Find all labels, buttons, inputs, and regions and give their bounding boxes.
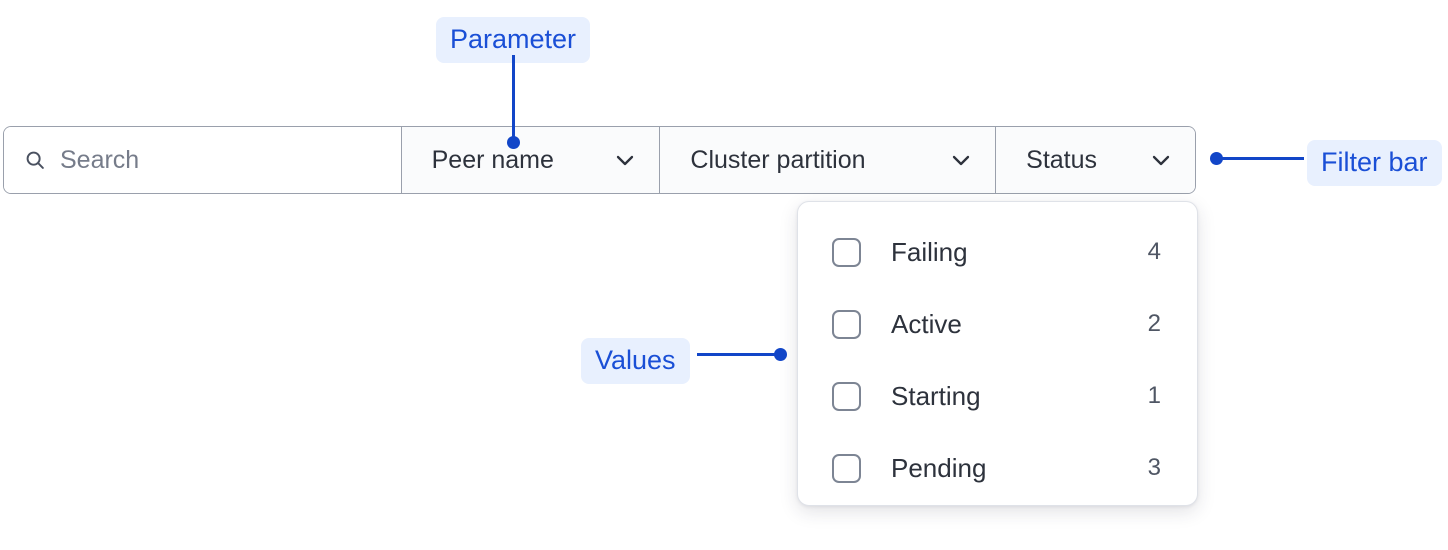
annotation-parameter-dot [507, 136, 520, 149]
list-item[interactable]: Starting 1 [832, 360, 1161, 432]
filter-status-label: Status [1026, 145, 1098, 174]
filter-cluster-partition-label: Cluster partition [690, 145, 866, 174]
option-count: 2 [1147, 310, 1161, 337]
chevron-down-icon [952, 155, 970, 166]
list-item[interactable]: Failing 4 [832, 216, 1161, 288]
checkbox-pending[interactable] [832, 453, 861, 483]
option-label: Active [891, 308, 962, 339]
option-label: Pending [891, 452, 987, 483]
filter-status[interactable]: Status [996, 127, 1195, 193]
annotation-parameter-connector [512, 55, 515, 143]
option-count: 4 [1147, 238, 1161, 265]
option-count: 3 [1147, 454, 1161, 481]
annotation-values: Values [581, 338, 690, 384]
annotation-values-dot [774, 348, 787, 361]
filter-cluster-partition[interactable]: Cluster partition [660, 127, 997, 193]
filter-bar: Peer name Cluster partition Status [3, 126, 1196, 194]
annotation-values-connector [697, 353, 781, 356]
search-icon [26, 151, 44, 169]
status-dropdown-panel: Failing 4 Active 2 Starting 1 Pending 3 [797, 201, 1198, 506]
list-item[interactable]: Pending 3 [832, 432, 1161, 504]
checkbox-failing[interactable] [832, 237, 861, 267]
filter-peer-name-label: Peer name [431, 145, 554, 174]
search-field[interactable] [4, 127, 402, 193]
chevron-down-icon [617, 155, 634, 166]
annotation-filter-bar-connector [1222, 157, 1304, 160]
annotation-filter-bar: Filter bar [1307, 140, 1442, 186]
chevron-down-icon [1152, 155, 1170, 166]
checkbox-active[interactable] [832, 309, 861, 339]
checkbox-starting[interactable] [832, 381, 861, 411]
option-count: 1 [1147, 382, 1161, 409]
option-label: Starting [891, 380, 981, 411]
option-label: Failing [891, 236, 968, 267]
search-input[interactable] [60, 145, 380, 175]
list-item[interactable]: Active 2 [832, 288, 1161, 360]
filter-peer-name[interactable]: Peer name [401, 127, 661, 193]
annotation-filter-bar-dot [1210, 152, 1223, 165]
